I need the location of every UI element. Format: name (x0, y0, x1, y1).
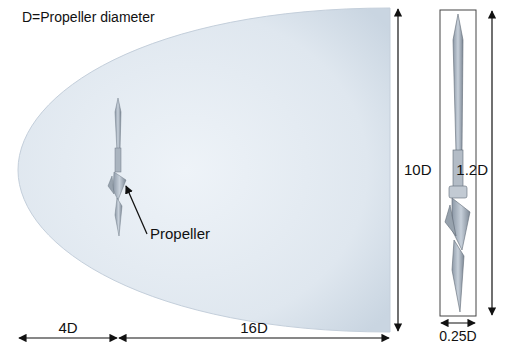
dimension-line (397, 9, 398, 331)
dimension-label: 10D (404, 162, 432, 179)
dimension-line (119, 337, 389, 338)
dimension-label: 1.2D (456, 162, 488, 179)
leader-arrow (126, 186, 147, 234)
dimension-label: 16D (240, 320, 268, 337)
propeller-small (108, 98, 126, 236)
dimension-line (491, 11, 492, 315)
dimension-line (441, 322, 475, 323)
note-text: D=Propeller diameter (22, 10, 155, 25)
part-label: Propeller (150, 226, 210, 243)
dimension-label: 4D (58, 320, 77, 337)
dimension-line (19, 337, 117, 338)
dimension-label: 0.25D (439, 329, 476, 344)
domain-shape (18, 8, 390, 332)
